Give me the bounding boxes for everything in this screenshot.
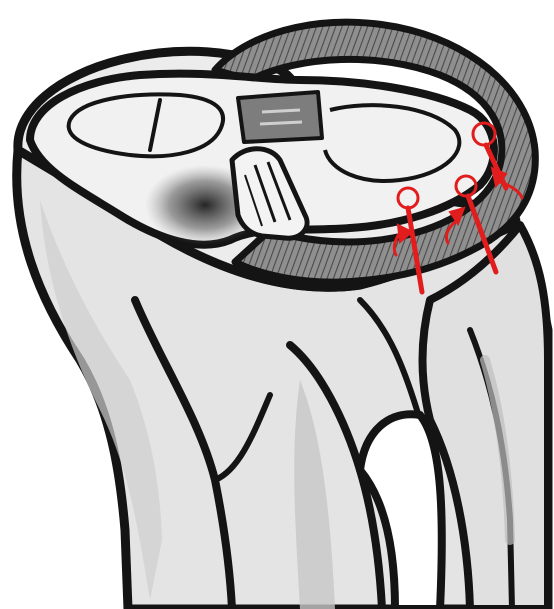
fixation-button	[238, 92, 322, 142]
button-mark-1	[262, 110, 300, 112]
fixation-button-body	[238, 92, 322, 142]
button-mark-2	[260, 122, 302, 124]
